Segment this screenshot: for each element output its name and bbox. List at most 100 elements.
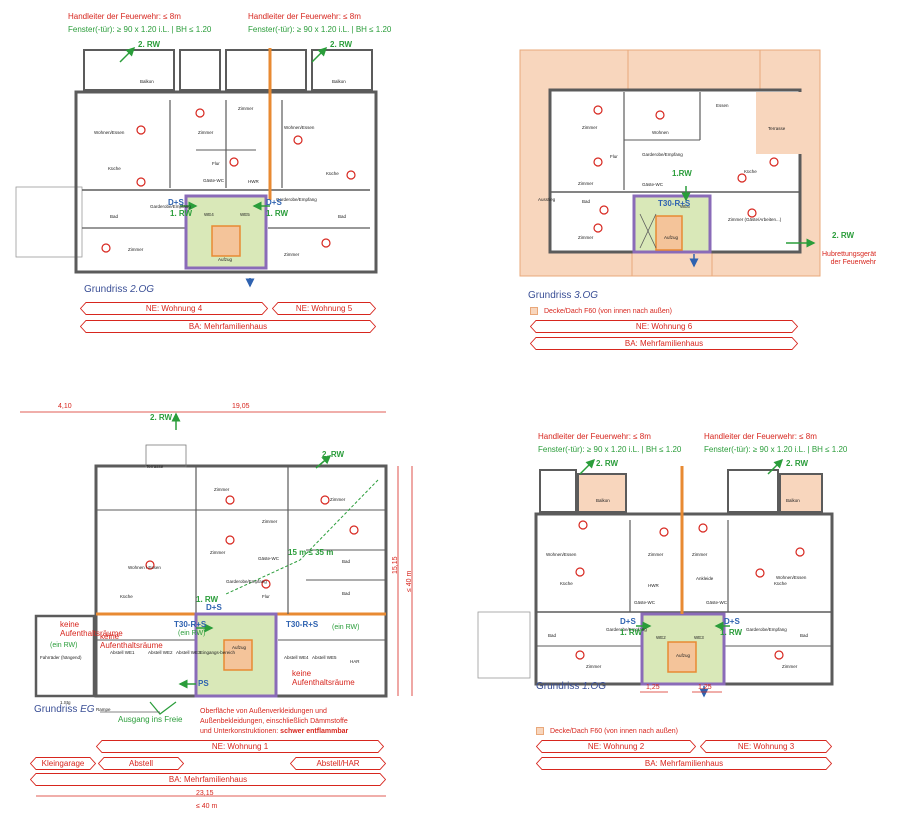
- exit-note: Ausgang ins Freie: [118, 715, 183, 724]
- room-label: WE6: [680, 204, 690, 209]
- room-label: Küche: [108, 166, 121, 171]
- room-label: Küche: [326, 171, 339, 176]
- t30-eg-left: T30-R+S: [174, 620, 207, 629]
- room-label: Küche: [744, 169, 757, 174]
- rw2-eg-top: 2. RW: [150, 413, 173, 422]
- window-note-2og-left: Fenster(-tür): ≥ 90 x 1.20 i.L. | BH ≤ 1…: [68, 25, 212, 34]
- room-label: Garderobe/Empfang: [606, 627, 647, 632]
- window-note-2og-right: Fenster(-tür): ≥ 90 x 1.20 i.L. | BH ≤ 1…: [248, 25, 392, 34]
- room-label: Bad: [800, 633, 809, 638]
- room-label: Abstell WE2: [148, 650, 173, 655]
- room-label: Rampe: [96, 707, 111, 712]
- room-label: Zimmer: [586, 664, 602, 669]
- t30-eg-right: T30-R+S: [286, 620, 319, 629]
- room-label: Zimmer: [128, 247, 144, 252]
- room-label: Abstell WE5: [312, 655, 337, 660]
- rw2-1og-left: 2. RW: [596, 459, 619, 468]
- room-label: Zimmer: [238, 106, 254, 111]
- room-label: Zimmer: [284, 252, 300, 257]
- dim-top-right: 19,05: [232, 403, 250, 410]
- room-label: Küche: [120, 594, 133, 599]
- room-label: Fahrräder (hängend): [40, 655, 82, 660]
- room-label: Zimmer: [214, 487, 230, 492]
- ba-box-1og: BA: Mehrfamilienhaus: [535, 757, 833, 770]
- room-label: Aufzug: [676, 653, 691, 658]
- ladder-note-1og-left: Handleiter der Feuerwehr: ≤ 8m: [538, 432, 651, 441]
- surface-note-2: Außenbekleidungen, einschließlich Dämmst…: [200, 718, 348, 725]
- room-label: Bad: [342, 559, 351, 564]
- room-label: Bad: [582, 199, 591, 204]
- rw2-2og-right: 2. RW: [330, 40, 353, 49]
- room-label: Zimmer: [648, 552, 664, 557]
- ne-box-wohnung-6: NE: Wohnung 6: [529, 320, 799, 333]
- room-label: HAR: [350, 659, 360, 664]
- room-label: Flur: [610, 154, 618, 159]
- room-label: Wohnen: [652, 130, 669, 135]
- room-label: Balkon: [596, 498, 610, 503]
- room-label: Essen: [716, 103, 729, 108]
- keine-mid: keine Aufenthaltsräume: [100, 632, 163, 651]
- rw1-1og-left: 1. RW: [620, 628, 643, 637]
- room-label: HWR: [648, 583, 659, 588]
- room-label: 1.Stg: [60, 700, 71, 705]
- t30-3og: T30-R+S: [658, 199, 691, 208]
- rw2-2og-left: 2. RW: [138, 40, 161, 49]
- ps-eg: PS: [198, 679, 209, 688]
- legend-3og: Decke/Dach F60 (von innen nach außen): [544, 308, 673, 315]
- surface-note-3: und Unterkonstruktionen: schwer entflamm…: [200, 728, 349, 735]
- room-label: Wohnen/Essen: [284, 125, 315, 130]
- keine-right: keine Aufenthaltsräume: [292, 669, 355, 688]
- ne-box-wohnung-4: NE: Wohnung 4: [79, 302, 269, 315]
- ds-1og-left: D+S: [620, 617, 636, 626]
- room-label: Terrasse: [146, 464, 164, 469]
- room-label: Gäste-WC: [706, 600, 728, 605]
- caption-eg: Grundriss EG: [34, 704, 95, 715]
- legend-swatch-3og: [530, 307, 538, 315]
- plan-eg: [20, 411, 413, 797]
- ne-box-wohnung-1: NE: Wohnung 1: [95, 740, 385, 753]
- room-label: Garderobe/Empfang: [276, 197, 317, 202]
- ladder-note-2og-right: Handleiter der Feuerwehr: ≤ 8m: [248, 12, 361, 21]
- room-label: Zimmer: [198, 130, 214, 135]
- room-label: Zimmer: [582, 125, 598, 130]
- room-label: WE4: [204, 212, 214, 217]
- room-label: Terrasse: [768, 126, 786, 131]
- rw1-eg: 1. RW: [196, 595, 219, 604]
- ba-box-3og: BA: Mehrfamilienhaus: [529, 337, 799, 350]
- room-label: Ausstieg: [538, 197, 556, 202]
- room-label: Zimmer: [330, 497, 346, 502]
- t30-eg-right-sub: (ein RW): [332, 624, 360, 631]
- room-label: HWR: [248, 179, 259, 184]
- room-label: Eingangs-bereich: [200, 650, 236, 655]
- rw2-eg-right: 2. RW: [322, 450, 345, 459]
- window-note-1og-left: Fenster(-tür): ≥ 90 x 1.20 i.L. | BH ≤ 1…: [538, 445, 682, 454]
- surface-note-1: Oberfläche von Außenverkleidungen und: [200, 708, 327, 715]
- ba-box-eg: BA: Mehrfamilienhaus: [29, 773, 387, 786]
- window-note-1og-right: Fenster(-tür): ≥ 90 x 1.20 i.L. | BH ≤ 1…: [704, 445, 848, 454]
- rw2-1og-right: 2. RW: [786, 459, 809, 468]
- room-label: Bad: [342, 591, 351, 596]
- room-label: Garderobe/Empfang: [746, 627, 787, 632]
- room-label: Zimmer (Gäste/Arbeiten...): [728, 217, 782, 222]
- room-label: Wohnen/Essen: [546, 552, 577, 557]
- box-kleingarage: Kleingarage: [29, 757, 97, 770]
- room-label: Gäste-WC: [642, 182, 664, 187]
- room-label: Abstell WE3: [176, 650, 201, 655]
- plan-3og: [519, 49, 821, 277]
- legend-1og: Decke/Dach F60 (von innen nach außen): [550, 728, 679, 735]
- room-label: Flur: [212, 161, 220, 166]
- box-abstell: Abstell: [97, 757, 185, 770]
- dim-bottom-b: ≤ 40 m: [196, 803, 218, 810]
- dim-right-a: 15,15: [392, 556, 399, 574]
- room-label: Garderobe/Empfang: [226, 579, 267, 584]
- room-label: Gäste-WC: [634, 600, 656, 605]
- room-label: Aufzug: [232, 645, 247, 650]
- room-label: WE2: [656, 635, 666, 640]
- room-label: Bad: [110, 214, 119, 219]
- room-label: Aufzug: [218, 257, 233, 262]
- dim-top-left: 4,10: [58, 403, 72, 410]
- keine-left-sub: (ein RW): [50, 642, 78, 649]
- ds-2og-left: D+S: [168, 198, 184, 207]
- room-label: Bad: [338, 214, 347, 219]
